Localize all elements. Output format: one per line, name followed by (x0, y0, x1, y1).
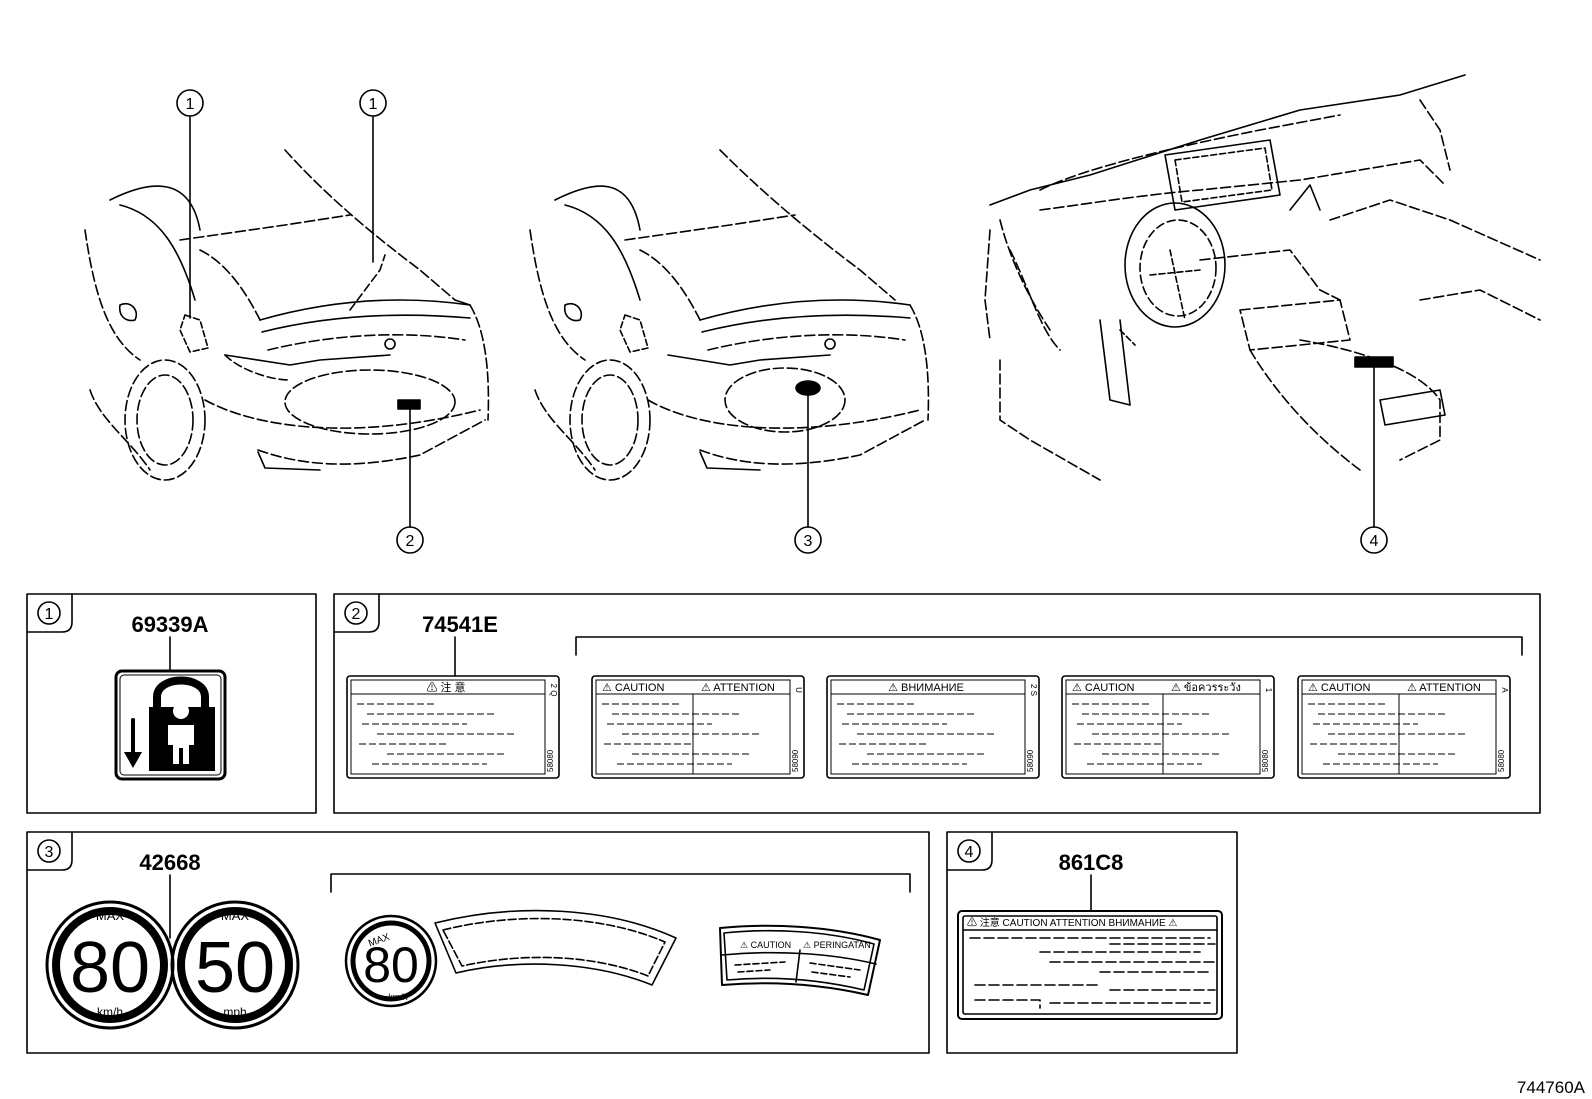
arc-label-header-1: ⚠ CAUTION (740, 940, 791, 950)
part-number-74541E: 74541E (422, 612, 498, 637)
warning-label-side-number: 58090 (1026, 749, 1035, 772)
warning-label-3: ⚠ ВНИМАНИЕ 2 S 58090 (826, 675, 1040, 779)
panel-4-frame (946, 831, 1238, 1054)
warning-label-header: ⚠ ATTENTION (701, 682, 775, 694)
arc-label-caution (719, 924, 881, 996)
warning-label-header: ⚠ ข้อควรระวัง (1171, 682, 1241, 694)
document-number: 744760A (1517, 1078, 1586, 1097)
panel-4-callout: 4 (965, 844, 974, 861)
callout-2-car1: 2 (406, 533, 415, 550)
arc-label-header-2: ⚠ PERINGATAN (803, 940, 871, 950)
callout-leader-group-car2 (794, 391, 822, 554)
label-861C8-header: ⚠ 注意 CAUTION ATTENTION ВНИМАНИЕ ⚠ (967, 916, 1177, 929)
panel-3-frame (26, 831, 930, 1054)
panel-1-callout: 1 (45, 606, 54, 623)
warning-label-code: 1 (1264, 688, 1273, 693)
sign-mph-unit: mph (223, 1005, 246, 1019)
sign-kmh-max: MAX (96, 908, 125, 923)
warning-label-code: 2 Q (549, 684, 558, 697)
warning-label-side-number: 58080 (1261, 749, 1270, 772)
interior-dashboard-view (984, 74, 1541, 481)
callout-leader-group-interior (1360, 361, 1388, 554)
child-lock-icon (114, 669, 227, 781)
warning-label-code: 2 S (1029, 684, 1038, 696)
sign-kmh-unit: km/h (97, 1005, 123, 1019)
warning-label-side-number: 58080 (1497, 749, 1506, 772)
panel-2-frame (333, 593, 1541, 814)
speed-sign-mph (170, 900, 300, 1030)
car-rear-view-1 (84, 149, 490, 481)
arc-label-blank (434, 909, 677, 986)
warning-label-code: A (1500, 687, 1509, 693)
car-rear-view-2 (529, 149, 930, 481)
part-number-42668: 42668 (139, 850, 200, 875)
warning-label-5: ⚠ CAUTION ⚠ ATTENTION A 58080 (1297, 675, 1511, 779)
callout-1-car1-left: 1 (186, 96, 195, 113)
callout-4-interior: 4 (1370, 533, 1379, 550)
warning-label-header: ⚠ CAUTION (602, 682, 664, 694)
warning-label-header: ⚠ CAUTION (1072, 682, 1134, 694)
part-number-69339A: 69339A (131, 612, 208, 637)
panel-2-callout: 2 (352, 606, 361, 623)
sign-mph-max: MAX (221, 908, 250, 923)
speed-sign-small (344, 914, 438, 1008)
warning-label-header: ⚠ ATTENTION (1407, 682, 1481, 694)
panel-3-callout: 3 (45, 844, 54, 861)
warning-label-4: ⚠ CAUTION ⚠ ข้อควรระวัง 1 58080 (1061, 675, 1275, 779)
warning-label-side-number: 58090 (791, 749, 800, 772)
callout-1-car1-right: 1 (369, 96, 378, 113)
warning-label-code: U (794, 687, 803, 693)
warning-label-2: ⚠ CAUTION ⚠ ATTENTION U 58090 (591, 675, 805, 779)
warning-label-header: ⚠ ВНИМАНИЕ (888, 682, 964, 694)
callout-leader-group-car1 (176, 89, 424, 554)
sign-kmh-value: 80 (70, 928, 150, 1008)
small-sign-value: 80 (363, 937, 419, 993)
warning-label-1: ⚠ 注 意 2 Q 58080 (346, 675, 560, 779)
warning-label-header: ⚠ 注 意 (426, 680, 465, 694)
panel-1-frame (26, 593, 317, 814)
warning-label-header: ⚠ CAUTION (1308, 682, 1370, 694)
warning-label-side-number: 58080 (546, 749, 555, 772)
sign-mph-value: 50 (195, 928, 275, 1008)
part-number-861C8: 861C8 (1059, 850, 1124, 875)
callout-3-car2: 3 (804, 533, 813, 550)
small-sign-unit: km/h (388, 992, 408, 1002)
